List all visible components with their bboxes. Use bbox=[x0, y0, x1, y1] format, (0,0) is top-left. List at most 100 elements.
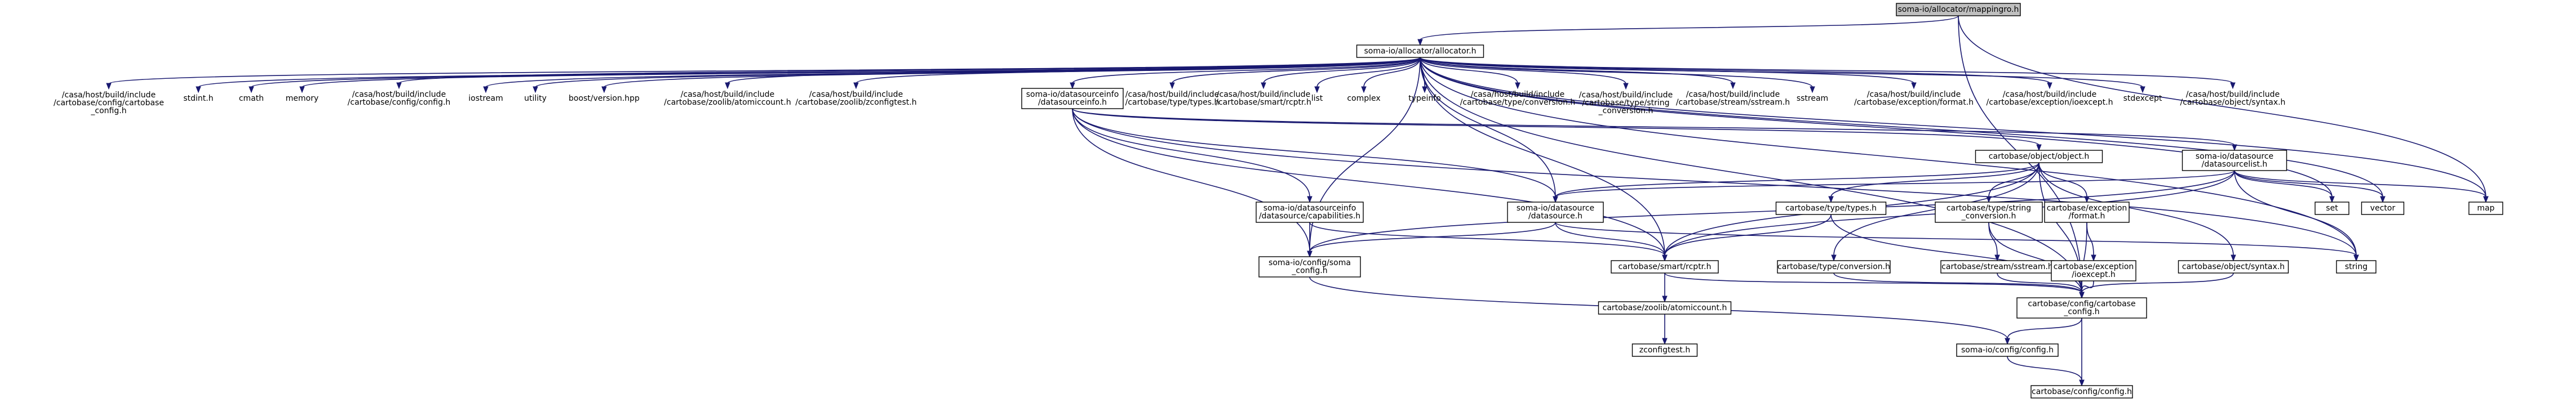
node-box bbox=[1356, 44, 1484, 58]
node-cb-object[interactable]: cartobase/object/object.h bbox=[1975, 150, 2103, 163]
node-box bbox=[2044, 202, 2130, 223]
node-label: cartobase/type/string bbox=[1947, 204, 2031, 213]
arrowhead bbox=[1307, 251, 1313, 258]
edge-allocator-to-memory bbox=[302, 57, 1421, 88]
edge-cb_object-to-cb_types bbox=[1830, 162, 2039, 198]
edge-cb_format-to-cb_config bbox=[2081, 222, 2087, 293]
arrowhead bbox=[1828, 196, 1834, 203]
node-cb-ioexcept[interactable]: cartobase/exception/ioexcept.h bbox=[2051, 260, 2136, 281]
edge-allocator-to-t_zconfigtest bbox=[855, 57, 1421, 84]
edge-allocator-to-cb_config bbox=[1420, 57, 2082, 293]
node-box bbox=[2336, 260, 2377, 274]
node-label: iostream bbox=[468, 94, 503, 103]
node-t-zconfigtest: /casa/host/build/include/cartobase/zooli… bbox=[795, 90, 916, 107]
node-box bbox=[2361, 202, 2405, 215]
node-cb-sstream[interactable]: cartobase/stream/sstream.h bbox=[1940, 260, 2054, 274]
node-cb-cfg[interactable]: cartobase/config/config.h bbox=[2030, 385, 2133, 399]
node-label: /cartobase/smart/rcptr.h bbox=[1216, 98, 1311, 107]
node-dscaps[interactable]: soma-io/datasourceinfo/datasource/capabi… bbox=[1256, 202, 1364, 223]
node-label: complex bbox=[1347, 94, 1380, 103]
node-label: soma-io/datasourceinfo bbox=[1026, 90, 1119, 99]
node-box bbox=[1021, 88, 1124, 109]
node-label: /casa/host/build/include bbox=[1125, 90, 1219, 99]
node-set[interactable]: set bbox=[2315, 202, 2349, 215]
node-cb-syntax[interactable]: cartobase/object/syntax.h bbox=[2178, 260, 2289, 274]
node-somaio-cfg[interactable]: soma-io/config/config.h bbox=[1956, 343, 2059, 357]
node-label: vector bbox=[2370, 204, 2396, 213]
arrowhead bbox=[299, 86, 305, 93]
node-ds[interactable]: soma-io/datasource/datasource.h bbox=[1507, 202, 1604, 223]
arrowhead bbox=[2079, 379, 2085, 387]
edge-allocator-to-dsinfo bbox=[1072, 57, 1421, 84]
node-label: cartobase/config/cartobase bbox=[2028, 299, 2135, 308]
node-t-string-conv: /casa/host/build/include/cartobase/type/… bbox=[1579, 91, 1673, 115]
edge-dsinfo-to-ds bbox=[1072, 108, 1556, 198]
node-box bbox=[1896, 3, 2021, 16]
arrowhead bbox=[1662, 338, 1668, 345]
node-dsinfo[interactable]: soma-io/datasourceinfo/datasourceinfo.h bbox=[1021, 88, 1124, 109]
node-mappingrc[interactable]: soma-io/allocator/mappingro.h bbox=[1896, 3, 2021, 16]
node-box bbox=[1256, 202, 1364, 223]
node-cb-config[interactable]: cartobase/config/cartobase_config.h bbox=[2016, 297, 2147, 319]
node-cb-types[interactable]: cartobase/type/types.h bbox=[1775, 202, 1887, 215]
edge-cb_syntax-to-cb_config bbox=[2081, 272, 2234, 293]
node-dslist[interactable]: soma-io/datasource/datasourcelist.h bbox=[2182, 150, 2287, 171]
edge-allocator-to-sstream bbox=[1420, 57, 1813, 88]
node-string[interactable]: string bbox=[2336, 260, 2377, 274]
node-label: /cartobase/type/types.h bbox=[1125, 98, 1220, 107]
node-cb-conversion[interactable]: cartobase/type/conversion.h bbox=[1777, 260, 1891, 274]
edge-allocator-to-complex bbox=[1363, 57, 1421, 88]
edge-cb_conversion-to-cb_config bbox=[1833, 272, 2082, 293]
node-t-config-config: /casa/host/build/include/cartobase/confi… bbox=[348, 90, 451, 107]
arrowhead bbox=[533, 86, 538, 93]
edge-cb_object-to-cb_string_conv bbox=[1988, 162, 2039, 198]
node-label: boost/version.hpp bbox=[569, 94, 640, 103]
node-label: /ioexcept.h bbox=[2072, 270, 2116, 279]
node-label: /cartobase/exception/ioexcept.h bbox=[1987, 98, 2113, 107]
arrowhead bbox=[1810, 86, 1815, 93]
node-label: map bbox=[2477, 204, 2494, 213]
edge-dslist-to-set bbox=[2234, 170, 2333, 198]
node-label: _conversion.h bbox=[1598, 106, 1653, 115]
node-list: list bbox=[1311, 94, 1323, 103]
node-label: cartobase/type/types.h bbox=[1785, 204, 1877, 213]
edge-cb_string_conv-to-cb_config bbox=[1988, 222, 2082, 293]
node-label: cartobase/object/object.h bbox=[1989, 152, 2090, 161]
node-label: /datasourcelist.h bbox=[2202, 160, 2268, 169]
node-box bbox=[2315, 202, 2349, 215]
node-label: cartobase/type/conversion.h bbox=[1777, 262, 1890, 271]
node-allocator[interactable]: soma-io/allocator/allocator.h bbox=[1356, 44, 1484, 58]
edge-allocator-to-t_config_config bbox=[398, 57, 1421, 84]
node-t-ioexcept: /casa/host/build/include/cartobase/excep… bbox=[1987, 90, 2113, 107]
node-label: stdint.h bbox=[183, 94, 213, 103]
node-label: cartobase/stream/sstream.h bbox=[1941, 262, 2053, 271]
edge-cb_object-to-cb_format bbox=[2038, 162, 2087, 198]
node-zconfigtest[interactable]: zconfigtest.h bbox=[1631, 343, 1698, 357]
node-label: /casa/host/build/include bbox=[62, 91, 156, 100]
edge-dsinfo-to-dscaps bbox=[1072, 108, 1310, 198]
node-map[interactable]: map bbox=[2468, 202, 2503, 215]
node-cb-format[interactable]: cartobase/exception/format.h bbox=[2044, 202, 2130, 223]
node-box bbox=[2051, 260, 2136, 281]
node-cb-atomiccount[interactable]: cartobase/zoolib/atomiccount.h bbox=[1598, 301, 1732, 315]
node-cb-rcptr[interactable]: cartobase/smart/rcptr.h bbox=[1611, 260, 1719, 274]
node-somaio-config[interactable]: soma-io/config/soma_config.h bbox=[1258, 256, 1361, 278]
edge-allocator-to-t_atomiccount bbox=[727, 57, 1421, 84]
edge-cb_rcptr-to-cb_config bbox=[1664, 272, 2082, 293]
node-label: soma-io/allocator/mappingro.h bbox=[1898, 5, 2019, 14]
node-label: soma-io/datasource bbox=[2196, 152, 2273, 161]
node-label: /casa/host/build/include bbox=[2186, 90, 2280, 99]
node-label: /cartobase/object/syntax.h bbox=[2180, 98, 2286, 107]
node-vector[interactable]: vector bbox=[2361, 202, 2405, 215]
node-cb-string-conv[interactable]: cartobase/type/string_conversion.h bbox=[1935, 202, 2043, 223]
node-box bbox=[1611, 260, 1719, 274]
node-box bbox=[2178, 260, 2289, 274]
edge-allocator-to-t_rcptr bbox=[1263, 57, 1421, 84]
node-label: /cartobase/type/string bbox=[1582, 99, 1669, 108]
arrowhead bbox=[601, 86, 607, 93]
node-label: /cartobase/zoolib/atomiccount.h bbox=[664, 98, 791, 107]
arrowhead bbox=[2232, 144, 2237, 151]
edge-dslist-to-ds bbox=[1555, 170, 2235, 198]
node-label: _config.h bbox=[2063, 307, 2099, 316]
node-label: /cartobase/type/conversion.h bbox=[1460, 98, 1576, 107]
